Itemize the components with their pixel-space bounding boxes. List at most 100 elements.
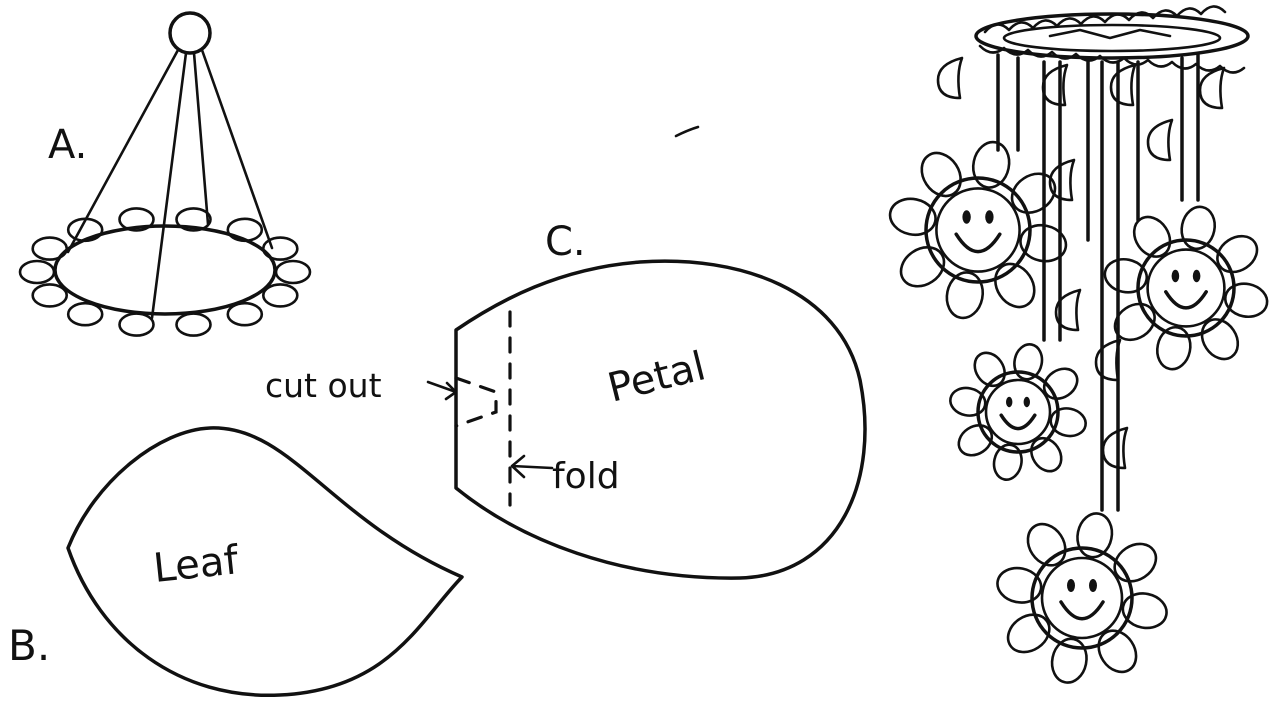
flower-face-inner (1040, 556, 1124, 640)
ring-scallop (274, 259, 312, 285)
smiley-flower (1103, 205, 1269, 371)
flower-petal (1049, 407, 1087, 438)
flower-petal (994, 262, 1036, 309)
flower-eye-right (1023, 396, 1030, 408)
flower-petal (973, 351, 1006, 388)
flower-petal (1200, 318, 1240, 361)
hanging-leaf (1109, 63, 1137, 107)
hanging-leaf (1041, 63, 1069, 107)
hanging-leaf (1146, 118, 1174, 162)
label-b: B. (8, 621, 50, 670)
flower-petal (1223, 282, 1269, 319)
hanging-leaf (1198, 66, 1226, 110)
ring-scallop (18, 259, 56, 285)
ring-scallop (226, 217, 264, 243)
flower-smile (999, 413, 1037, 431)
flower-petal (1076, 512, 1114, 559)
flower-face (924, 176, 1032, 284)
flower-face-inner (1146, 248, 1226, 328)
flower-face (976, 370, 1060, 454)
mobile-streamers (996, 53, 1200, 512)
petal-template-c: C. Petal cut out fold (265, 219, 867, 580)
flower-petal (1155, 325, 1192, 371)
hanging-leaves (936, 56, 1226, 470)
flower-petal (1026, 522, 1067, 567)
hanging-leaf (1048, 158, 1076, 202)
flower-eye-right (1089, 579, 1097, 592)
flower-petal (1006, 613, 1051, 654)
flower-petal (1103, 257, 1149, 294)
flower-petal (1042, 367, 1079, 400)
flower-petal (971, 140, 1011, 189)
hanging-leaf (1094, 338, 1122, 382)
flower-petal (1050, 637, 1088, 684)
flower-petal (992, 443, 1023, 481)
smiley-flowers (888, 140, 1269, 684)
flower-petal (1010, 172, 1057, 214)
cut-out-label: cut out (265, 366, 382, 405)
flower-petal (888, 197, 937, 237)
flower-face-inner (935, 187, 1021, 273)
ring-scallop (175, 312, 212, 337)
ring-scallop (118, 207, 155, 232)
leaf-template-b: Leaf B. (8, 426, 464, 697)
flower-smile (1164, 290, 1208, 310)
cut-out-notch (454, 376, 498, 428)
smiley-flower (888, 140, 1068, 320)
flower-petal (920, 151, 962, 198)
petal-outline (454, 259, 867, 580)
stray-mark (674, 125, 700, 138)
hanger-strings (66, 48, 274, 320)
ring-scallop (226, 301, 264, 327)
flower-petal (949, 386, 987, 417)
flower-petal (1113, 302, 1156, 342)
flower-eye-left (1171, 269, 1180, 283)
flower-petal (1132, 215, 1172, 258)
flower-petal (1113, 542, 1158, 583)
smiley-flower (996, 512, 1168, 684)
leaf-outline (66, 426, 464, 697)
ring-inner (53, 224, 277, 316)
hanger-ball (168, 11, 212, 55)
flower-petal (899, 246, 946, 288)
ring-scallop (31, 283, 69, 308)
petal-label: Petal (603, 343, 710, 411)
smiley-flower (949, 343, 1087, 481)
finished-flower-mobile (888, 5, 1269, 684)
ring-scallop (66, 301, 104, 327)
flower-eye-left (962, 210, 971, 224)
ring-scallop (261, 283, 299, 308)
flower-petal (1019, 223, 1068, 263)
fold-arrow (510, 454, 554, 479)
label-c: C. (545, 219, 586, 265)
flower-petal (1097, 629, 1138, 674)
flower-eye-left (1067, 579, 1075, 592)
label-a: A. (48, 122, 87, 168)
flower-face (1030, 546, 1134, 650)
flower-face (1136, 238, 1236, 338)
flower-eye-right (985, 210, 994, 224)
scalloped-ring (18, 207, 312, 337)
flower-petal (957, 424, 994, 457)
flower-petal (996, 566, 1043, 604)
flower-face-inner (984, 378, 1052, 446)
flower-petal (1013, 343, 1044, 381)
hanging-leaf (936, 56, 964, 100)
leaf-label: Leaf (151, 537, 241, 592)
hanging-leaf (1054, 288, 1082, 332)
flower-petal (1216, 234, 1259, 274)
ring-scallop (118, 312, 155, 337)
flower-petal (1030, 436, 1063, 473)
cut-out-arrow (426, 380, 458, 401)
ring-scallop (175, 207, 212, 232)
flower-smile (954, 232, 1002, 254)
flower-eye-right (1192, 269, 1201, 283)
flower-smile (1059, 600, 1105, 621)
hanging-frame-a: A. (18, 11, 312, 337)
fold-label: fold (552, 456, 620, 497)
hanging-leaf (1101, 426, 1129, 470)
flower-petal (1121, 592, 1168, 630)
flower-petal (945, 271, 985, 320)
flower-eye-left (1006, 396, 1013, 408)
